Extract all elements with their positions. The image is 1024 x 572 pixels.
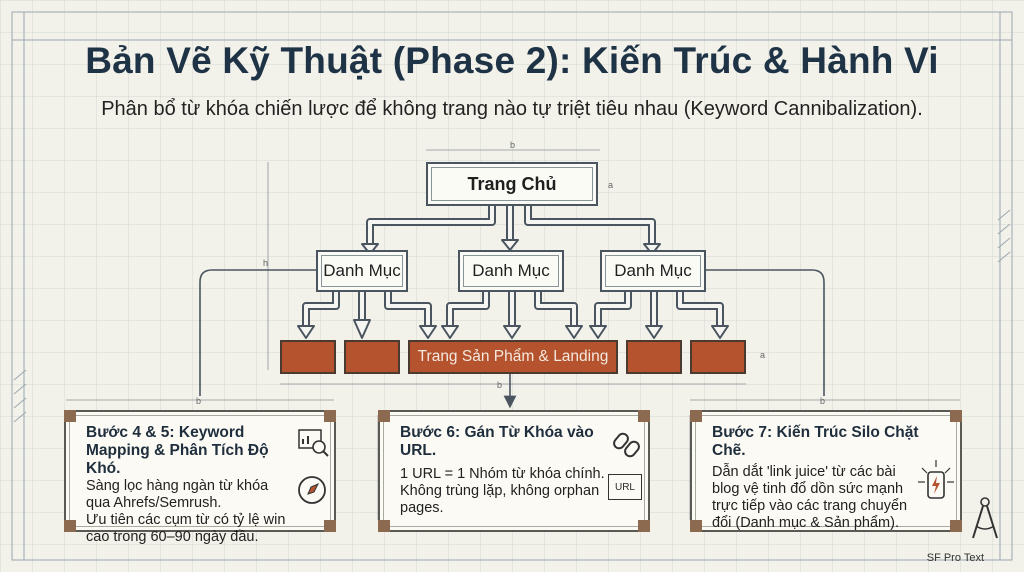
dimension-label: a — [760, 350, 766, 360]
step-card-line: Không trùng lặp, không orphan pages. — [400, 483, 600, 516]
product-page-block — [280, 340, 336, 374]
product-landing-pages-block: Trang Sản Phẩm & Landing — [408, 340, 618, 374]
page-title: Bản Vẽ Kỹ Thuật (Phase 2): Kiến Trúc & H… — [85, 40, 939, 81]
dimension-label: b — [196, 396, 202, 406]
card-corner — [324, 520, 336, 532]
step-card-line: Dẫn dắt 'link juice' từ các bài blog vệ … — [712, 464, 908, 531]
card-corner — [690, 520, 702, 532]
card-corner — [64, 410, 76, 422]
step-card-title: Bước 6: Gán Từ Khóa vào URL. — [400, 424, 594, 459]
step-card-line: 1 URL = 1 Nhóm từ khóa chính. — [400, 466, 605, 482]
dimension-label: h — [263, 258, 269, 268]
step-card-silo: Bước 7: Kiến Trúc Silo Chặt Chẽ. Dẫn dắt… — [690, 410, 962, 532]
dimension-label: b — [497, 380, 503, 390]
category-node: Danh Mục — [600, 250, 706, 292]
card-corner — [64, 520, 76, 532]
dimension-label: b — [510, 140, 516, 150]
card-corner — [950, 520, 962, 532]
card-corner — [324, 410, 336, 422]
compass-icon — [298, 476, 326, 504]
product-page-block — [344, 340, 400, 374]
drafting-compass-icon — [972, 497, 998, 539]
card-corner — [950, 410, 962, 422]
category-node: Danh Mục — [458, 250, 564, 292]
card-corner — [378, 410, 390, 422]
dimension-label: b — [820, 396, 826, 406]
step-card-keyword-mapping: Bước 4 & 5: Keyword Mapping & Phân Tích … — [64, 410, 336, 545]
step-card-line: Ưu tiên các cụm từ có tỷ lệ win cao tron… — [86, 512, 286, 545]
product-page-block — [626, 340, 682, 374]
card-corner — [690, 410, 702, 422]
power-cell-icon — [918, 460, 954, 499]
chart-search-icon — [298, 429, 329, 457]
step-card-title: Bước 7: Kiến Trúc Silo Chặt Chẽ. — [712, 424, 919, 459]
homepage-node: Trang Chủ — [426, 162, 598, 206]
category-node: Danh Mục — [316, 250, 408, 292]
dimension-label: a — [608, 180, 614, 190]
url-cursor-icon: URL — [608, 474, 642, 500]
card-corner — [638, 410, 650, 422]
step-card-title: Bước 4 & 5: Keyword Mapping & Phân Tích … — [86, 424, 269, 477]
font-note: SF Pro Text — [926, 552, 984, 564]
link-icon — [613, 432, 640, 458]
product-page-block — [690, 340, 746, 374]
step-card-line: Sàng lọc hàng ngàn từ khóa qua Ahrefs/Se… — [86, 478, 269, 511]
card-corner — [378, 520, 390, 532]
card-corner — [638, 520, 650, 532]
step-card-keyword-url: Bước 6: Gán Từ Khóa vào URL. 1 URL = 1 N… — [378, 410, 650, 532]
page-subtitle: Phân bổ từ khóa chiến lược để không tran… — [101, 98, 923, 120]
